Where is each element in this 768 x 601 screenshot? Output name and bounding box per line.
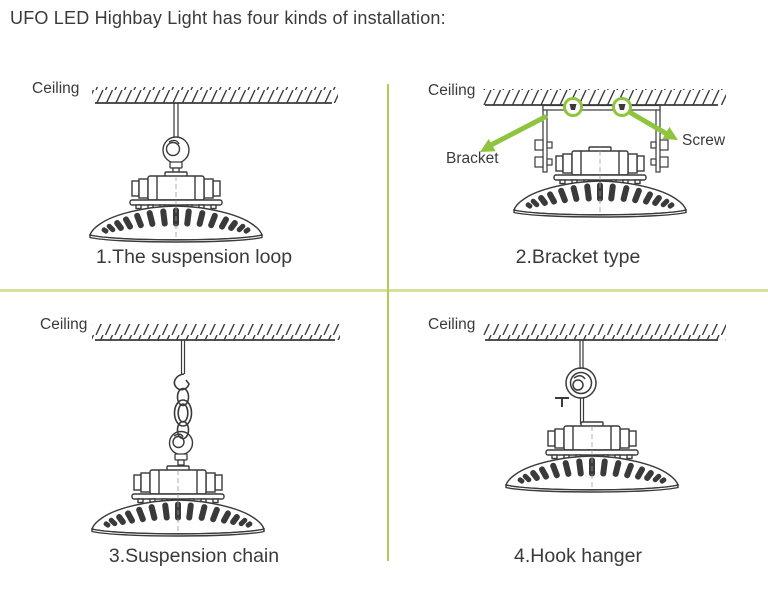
quadrant-suspension-chain: Ceiling: [0, 290, 388, 601]
ceiling-hatch: [92, 87, 338, 104]
ufo-light: [505, 421, 679, 493]
hook-ring: [565, 367, 597, 399]
suspension-loop-drawing: [89, 87, 338, 243]
screw-icons: [563, 97, 632, 117]
screw-label: Screw: [682, 132, 726, 149]
loop-nut: [174, 453, 188, 466]
hook: [173, 373, 190, 391]
caption-suspension-chain: 3.Suspension chain: [108, 545, 280, 567]
screw-arrow: [628, 110, 678, 140]
ceiling-hatch: [482, 89, 726, 106]
hanger-rod: [579, 340, 584, 369]
ceiling-label: Ceiling: [428, 82, 476, 99]
caption-bracket-type: 2.Bracket type: [515, 246, 641, 268]
bracket-type-drawing: [480, 89, 726, 218]
quadrant-hook-hanger: Ceiling: [388, 290, 768, 601]
suspension-rod: [173, 103, 179, 137]
ceiling-label: Ceiling: [428, 316, 476, 333]
divider-horizontal: [0, 289, 768, 292]
ufo-light: [89, 171, 263, 243]
eye-loop-ring: [168, 430, 194, 456]
bracket-arrow: [480, 114, 548, 152]
ceiling-hatch: [92, 324, 340, 341]
chain-links: [173, 387, 193, 440]
quadrant-bracket-type: Ceiling Bracket Screw: [388, 60, 768, 290]
bracket-frame: [534, 104, 669, 173]
suspension-chain-drawing: [91, 324, 340, 537]
quadrant-suspension-loop: Ceiling 1.The suspension loop: [0, 60, 388, 290]
caption-hook-hanger: 4.Hook hanger: [514, 545, 642, 567]
suspension-rod: [180, 340, 186, 374]
suspension-loop-ring: [162, 136, 190, 164]
t-pin: [555, 397, 569, 407]
caption-suspension-loop: 1.The suspension loop: [95, 246, 293, 268]
bracket-label: Bracket: [446, 150, 499, 167]
lower-rod: [579, 398, 585, 424]
ceiling-label: Ceiling: [40, 316, 88, 333]
ufo-light: [91, 465, 265, 537]
ceiling-label: Ceiling: [32, 80, 80, 97]
divider-vertical: [387, 84, 389, 561]
page-title: UFO LED Highbay Light has four kinds of …: [10, 8, 446, 28]
hook-hanger-drawing: [482, 324, 726, 493]
ceiling-hatch: [482, 324, 726, 341]
